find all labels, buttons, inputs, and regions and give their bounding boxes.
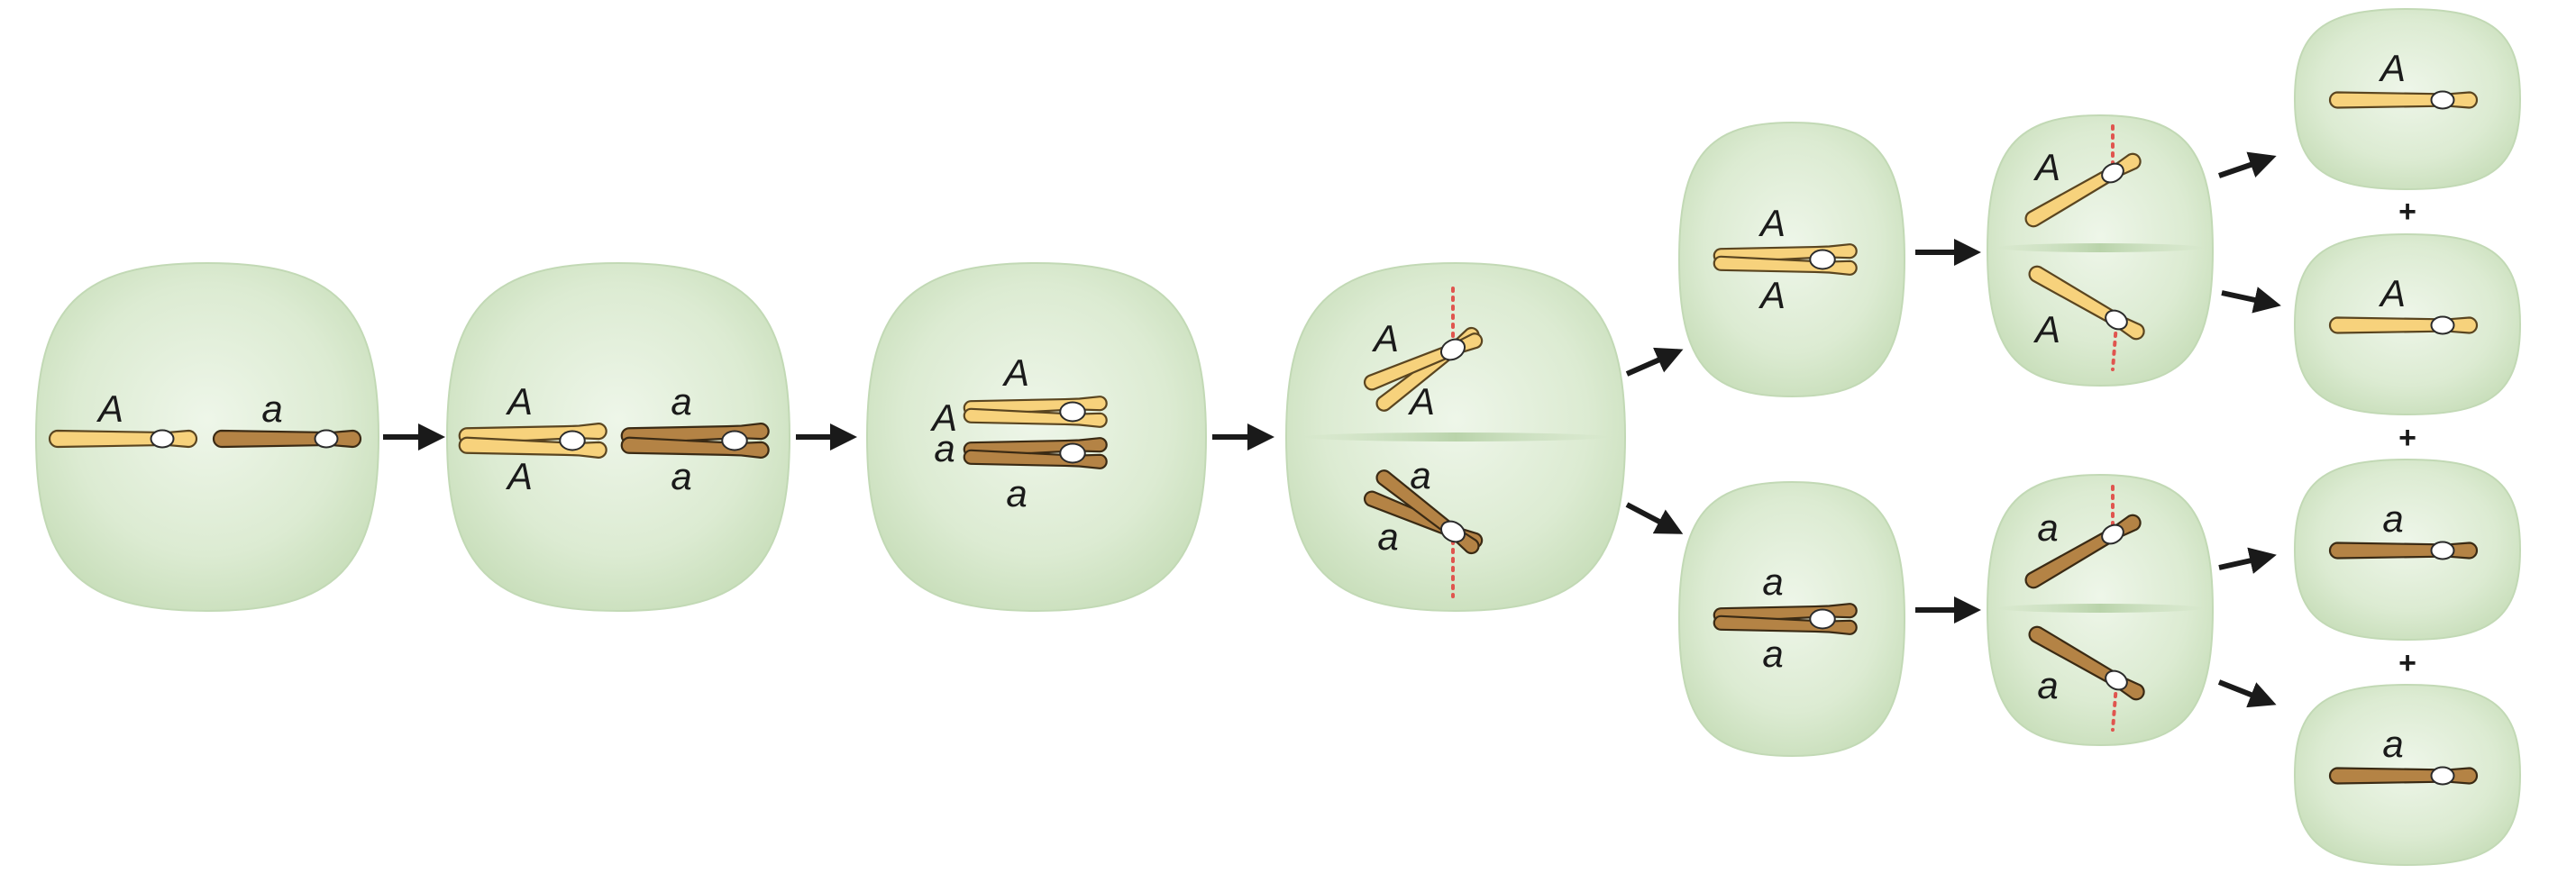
allele-label-A-4a: A [1371, 317, 1399, 360]
arrow-11 [2217, 679, 2277, 708]
spindle-fiber-7b [2111, 323, 2118, 371]
chromosome-a-2 [620, 423, 770, 459]
allele-label-A-5a: A [1758, 202, 1786, 244]
plus-sign-1: + [2398, 195, 2416, 229]
allele-label-A-4b: A [1407, 380, 1435, 423]
allele-label-A-7b: A [2032, 308, 2060, 350]
arrow-4-up [1625, 347, 1684, 377]
cell-1-interphase [34, 261, 380, 613]
allele-label-a-2b: a [671, 455, 691, 497]
allele-label-A-5b: A [1758, 274, 1786, 316]
chromatid-A-7b [2028, 265, 2145, 341]
arrows-layer [383, 151, 2281, 708]
allele-label-A-3a: A [1001, 351, 1029, 394]
arrow-9 [2221, 287, 2281, 314]
cleavage-furrow-1 [1302, 432, 1609, 442]
allele-label-gamete-2: A [2378, 272, 2406, 314]
cell-3-pairing [865, 261, 1208, 613]
allele-label-a-3b: a [1006, 472, 1027, 514]
chromosome-A-3 [963, 396, 1108, 428]
arrow-10 [2218, 547, 2277, 574]
chromosome-a-3 [963, 437, 1108, 469]
allele-label-a-4a: a [1410, 454, 1430, 496]
cleavage-furrow-3 [1996, 604, 2204, 613]
chromosome-a-1 [212, 429, 362, 449]
allele-label-a-8a: a [2037, 506, 2058, 549]
allele-label-gamete-4: a [2382, 723, 2403, 765]
gamete-chromosome-A-1 [2328, 90, 2479, 110]
plus-sign-2: + [2398, 421, 2416, 455]
plus-sign-3: + [2398, 646, 2416, 680]
allele-label-gamete-1: A [2378, 47, 2406, 89]
arrow-8 [2218, 151, 2277, 178]
chromosome-a-6 [1713, 603, 1858, 635]
chromosome-A-2 [458, 423, 607, 459]
spindle-fiber-8b [2111, 683, 2118, 732]
allele-label-a-1: a [261, 387, 282, 430]
chromatid-a-8b [2028, 625, 2145, 701]
allele-label-a-6a: a [1762, 560, 1783, 603]
cell-2-replicated [445, 261, 791, 613]
chromosome-a-4 [1363, 469, 1484, 555]
chromosome-A-4 [1363, 326, 1484, 412]
allele-label-A-2a: A [505, 380, 533, 423]
allele-label-A-2b: A [505, 455, 533, 497]
allele-label-a-4b: a [1377, 515, 1398, 558]
chromosome-A-1 [48, 429, 198, 449]
allele-label-A-1: A [96, 387, 123, 430]
allele-label-A-3b: A [929, 396, 957, 439]
chromatid-A-7a [2024, 152, 2142, 228]
allele-label-a-3a: a [934, 427, 955, 469]
chromosome-A-5 [1713, 243, 1858, 276]
chromatid-a-8a [2024, 514, 2142, 589]
cleavage-furrow-2 [1996, 243, 2204, 252]
gamete-chromosome-A-2 [2328, 315, 2479, 335]
allele-label-a-2a: a [671, 380, 691, 423]
arrow-5-down [1625, 502, 1684, 534]
allele-label-a-6b: a [1762, 633, 1783, 675]
allele-label-A-7a: A [2032, 146, 2060, 188]
chromosomes-layer [48, 90, 2479, 786]
allele-label-a-8b: a [2037, 664, 2058, 706]
allele-label-gamete-3: a [2382, 497, 2403, 540]
gamete-chromosome-a-3 [2328, 541, 2479, 560]
gamete-chromosome-a-4 [2328, 766, 2479, 786]
